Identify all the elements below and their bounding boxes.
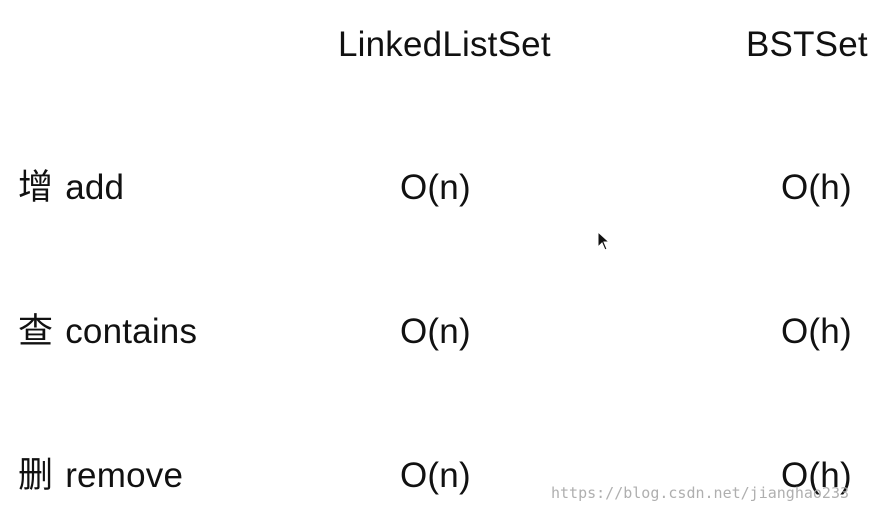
row-label-contains: 查 contains <box>18 312 197 352</box>
cell-remove-bstset: O(h) <box>781 456 852 495</box>
row-label-text: contains <box>65 312 198 351</box>
row-label-add: 增 add <box>18 168 124 208</box>
cell-contains-linkedlistset: O(n) <box>400 312 471 351</box>
cell-add-bstset: O(h) <box>781 168 852 207</box>
cell-add-linkedlistset: O(n) <box>400 168 471 207</box>
column-header-bstset: BSTSet <box>746 25 868 64</box>
row-label-cjk: 删 <box>18 456 54 496</box>
watermark-url: https://blog.csdn.net/jianghao233 <box>551 484 850 502</box>
column-header-linkedlistset: LinkedListSet <box>338 25 551 64</box>
mouse-pointer-icon <box>597 231 611 251</box>
row-label-remove: 删 remove <box>18 456 183 496</box>
cell-contains-bstset: O(h) <box>781 312 852 351</box>
cell-remove-linkedlistset: O(n) <box>400 456 471 495</box>
row-label-text: remove <box>65 456 184 495</box>
row-label-cjk: 增 <box>18 168 54 208</box>
row-label-text: add <box>65 168 125 207</box>
row-label-cjk: 查 <box>18 312 54 352</box>
